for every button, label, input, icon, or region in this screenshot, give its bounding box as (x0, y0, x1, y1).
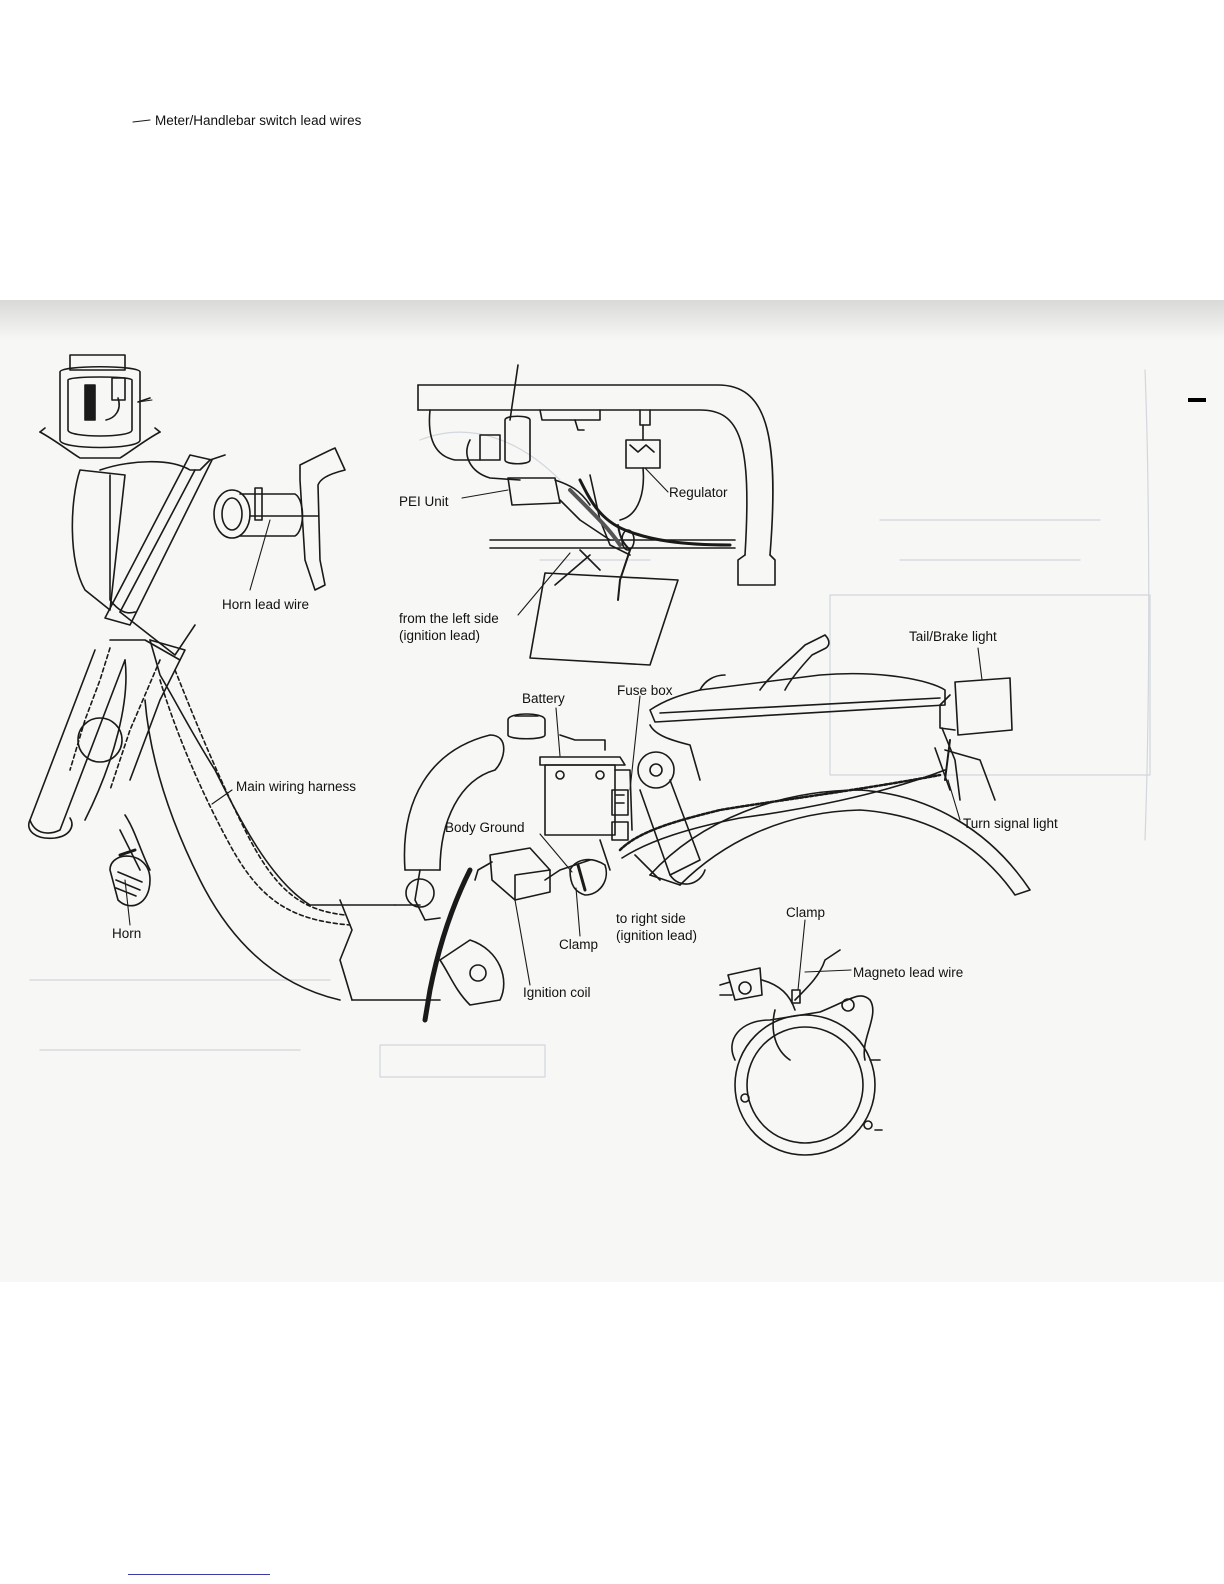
rear-carrier (650, 635, 945, 780)
main-frame (145, 640, 440, 1000)
horn-lead-connector (214, 448, 345, 590)
regulator-assembly (620, 425, 660, 520)
label-clamp-center: Clamp (559, 936, 598, 953)
label-tail-brake-light: Tail/Brake light (909, 628, 997, 645)
handlebar-meter (40, 355, 160, 458)
label-pei-unit: PEI Unit (399, 493, 449, 510)
label-to-right-side: to right side (ignition lead) (616, 910, 697, 944)
label-ignition-coil: Ignition coil (523, 984, 591, 1001)
front-fork (29, 640, 185, 838)
battery-assembly (508, 714, 632, 835)
front-cowl (72, 455, 225, 655)
footer-rule (128, 1574, 270, 1575)
label-battery: Battery (522, 690, 565, 707)
label-horn: Horn (112, 925, 141, 942)
label-fuse-box: Fuse box (617, 682, 673, 699)
label-main-wiring-harness: Main wiring harness (236, 778, 356, 795)
label-body-ground: Body Ground (445, 819, 525, 836)
leader-lines (125, 120, 982, 990)
label-regulator: Regulator (669, 484, 728, 501)
page-edge-mark (1188, 398, 1206, 402)
label-clamp-right: Clamp (786, 904, 825, 921)
horn-assembly (110, 815, 150, 906)
rear-frame-top (418, 365, 775, 585)
tail-light-assembly (935, 678, 1012, 800)
label-meter-handlebar-switch-lead-wires: Meter/Handlebar switch lead wires (155, 112, 361, 129)
label-magneto-lead-wire: Magneto lead wire (853, 964, 963, 981)
rear-shock (638, 752, 705, 884)
label-turn-signal-light: Turn signal light (963, 815, 1058, 832)
central-harness (545, 770, 945, 895)
battery-tray (530, 550, 678, 665)
label-from-left-side: from the left side (ignition lead) (399, 610, 499, 644)
label-horn-lead-wire: Horn lead wire (222, 596, 309, 613)
